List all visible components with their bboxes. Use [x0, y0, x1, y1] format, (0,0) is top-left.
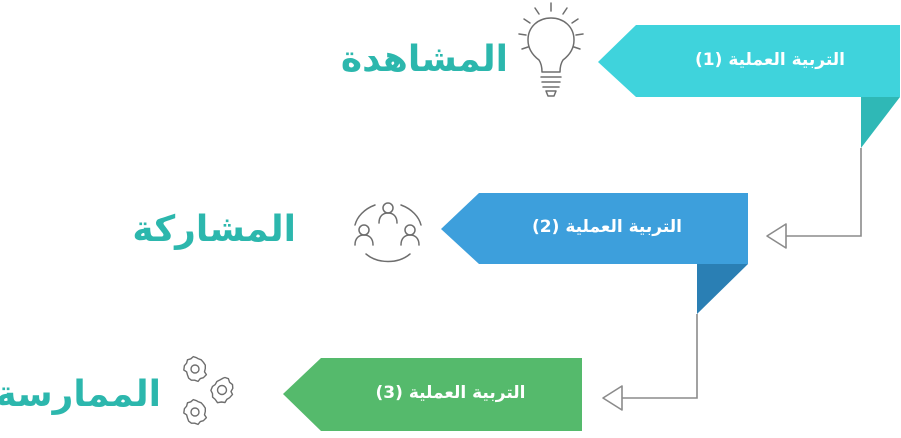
lightbulb-icon — [518, 2, 584, 97]
connector-1 — [786, 148, 862, 237]
team-icon — [354, 202, 422, 263]
stage-3-label: التربية العملية (3) — [375, 383, 526, 403]
connector-2-arrowhead — [602, 385, 623, 411]
stage-2-label: التربية العملية (2) — [532, 217, 682, 237]
connector-2 — [622, 314, 698, 399]
gears-icon — [183, 355, 234, 426]
stage-3-title: الممارسة — [0, 374, 161, 415]
stage-1-ribbon-fold — [861, 97, 900, 148]
connector-1-arrowhead — [766, 223, 787, 249]
stage-3-ribbon — [283, 358, 582, 431]
stage-2-title: المشاركة — [132, 209, 296, 250]
stage-1-label: التربية العملية (1) — [695, 50, 845, 70]
stage-1-title: المشاهدة — [340, 39, 508, 80]
stage-2-ribbon-fold — [697, 264, 748, 314]
stage-1-ribbon — [598, 25, 900, 97]
stage-2-ribbon — [441, 193, 748, 264]
